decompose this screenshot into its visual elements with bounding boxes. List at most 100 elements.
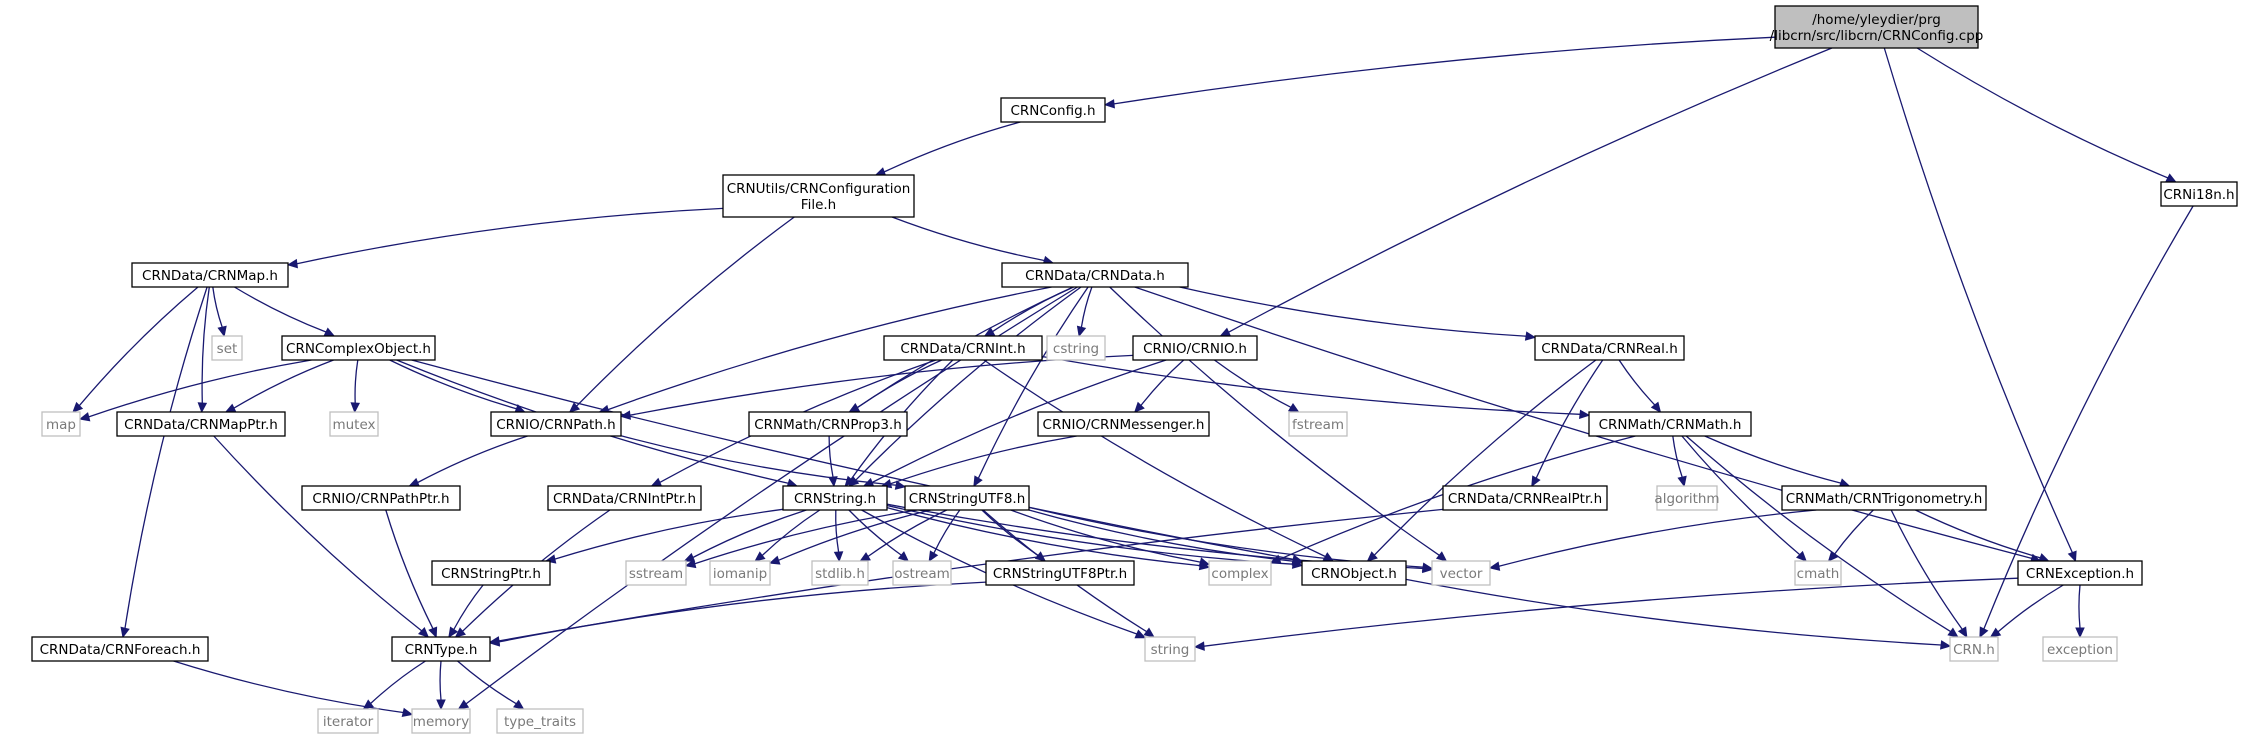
edge-line [871,359,1167,484]
node-crndata[interactable]: CRNData/CRNData.h [1001,262,1189,288]
edge-arrowhead [418,626,430,638]
edge-line [1681,435,1801,556]
edge-arrowhead [1219,327,1232,337]
edge-crnutils_config-to-crndata [891,216,1055,266]
node-crntype[interactable]: CRNType.h [391,636,491,662]
node-label: sstream [629,566,683,582]
edge-line [692,509,807,559]
node-foreach[interactable]: CRNData/CRNForeach.h [31,636,209,662]
edge-line [1134,286,2032,560]
edge-line [1113,36,1776,105]
edge-crnpath-to-stringutf8 [620,435,907,490]
edge-exception_h-to-string [1193,577,2019,651]
edge-line [417,435,528,484]
edge-root-to-crni18n [1916,47,2177,183]
node-label: complex [1211,566,1268,582]
node-realptr[interactable]: CRNData/CRNRealPtr.h [1442,485,1608,511]
edge-line [576,216,795,407]
edge-crnmap-to-map [72,286,199,413]
edge-line [620,435,897,486]
node-label: vector [1440,566,1483,582]
node-complex: complex [1208,560,1272,586]
node-pathptr[interactable]: CRNIO/CRNPathPtr.h [301,485,461,511]
edge-arrowhead [428,626,438,639]
edge-stringutf8-to-complex [1010,509,1211,567]
edge-crnmap-to-complexobject [234,286,336,337]
edge-line [124,286,208,629]
node-label: CRNObject.h [1311,566,1397,582]
node-messenger[interactable]: CRNIO/CRNMessenger.h [1037,411,1210,437]
node-box [1301,560,1407,586]
node-crnmath[interactable]: CRNMath/CRNMath.h [1588,411,1752,437]
edge-arrowhead [1989,627,2002,638]
node-stringptr[interactable]: CRNStringPtr.h [431,560,551,586]
node-label: CRNIO/CRNPath.h [496,417,615,433]
edge-line [761,509,821,556]
node-crnpath[interactable]: CRNIO/CRNPath.h [490,411,622,437]
node-box [1037,411,1210,437]
edge-utf8ptr-to-crntype [488,581,987,647]
edge-arrowhead [323,327,336,337]
edge-complexobject-to-map [78,359,312,422]
node-label: CRNData/CRNData.h [1025,268,1165,284]
node-label: CRNData/CRNForeach.h [40,642,201,658]
node-crnreal[interactable]: CRNData/CRNReal.h [1534,335,1685,361]
edge-arrowhead [1291,556,1304,566]
edge-arrowhead [684,558,697,569]
edge-arrowhead [1940,640,1952,650]
node-crnmap[interactable]: CRNData/CRNMap.h [131,262,289,288]
node-box [709,560,771,586]
edge-crnio-to-fstream [1214,359,1300,413]
edge-arrowhead [72,401,84,413]
node-utf8ptr[interactable]: CRNStringUTF8Ptr.h [985,560,1135,586]
node-crni18n[interactable]: CRNi18n.h [2160,181,2238,207]
edge-pathptr-to-crntype [385,509,438,639]
edge-arrowhead [1947,627,1959,638]
node-prop3[interactable]: CRNMath/CRNProp3.h [748,411,908,437]
node-box [811,560,869,586]
node-crnio[interactable]: CRNIO/CRNIO.h [1132,335,1258,361]
node-box [883,335,1043,361]
edge-arrowhead [1435,551,1448,562]
node-crnstring[interactable]: CRNString.h [782,485,888,511]
edge-arrowhead [897,551,910,562]
node-root[interactable]: /home/yleydier/prg/libcrn/src/libcrn/CRN… [1770,5,1984,49]
edge-crnobject-to-crn_h [1405,578,1952,650]
node-box [1144,636,1196,662]
node-stdlib: stdlib.h [811,560,869,586]
node-label: exception [2047,642,2113,658]
edge-arrowhead [768,555,781,565]
node-mapptr[interactable]: CRNData/CRNMapPtr.h [116,411,286,437]
node-box [1534,335,1685,361]
node-label: /libcrn/src/libcrn/CRNConfig.cpp [1770,28,1984,44]
node-sstream: sstream [625,560,687,586]
edge-crndata-to-crnreal [1179,286,1537,341]
node-crnconfig-h[interactable]: CRNConfig.h [1000,97,1106,123]
edge-complexobject-to-crnpath [389,359,526,414]
edge-crnstring-to-complex [886,506,1211,571]
node-trig[interactable]: CRNMath/CRNTrigonometry.h [1781,485,1987,511]
node-crnobject[interactable]: CRNObject.h [1301,560,1407,586]
node-box [281,335,436,361]
node-intptr[interactable]: CRNData/CRNIntPtr.h [547,485,702,511]
node-complexobject[interactable]: CRNComplexObject.h [281,335,436,361]
node-type-traits: type_traits [496,708,584,734]
node-label: CRNData/CRNInt.h [900,341,1025,357]
node-box [1442,485,1608,511]
node-stringutf8[interactable]: CRNStringUTF8.h [904,485,1030,511]
edge-trig-to-vector [1488,509,1817,571]
node-label: CRN.h [1953,642,1995,658]
edge-arrowhead [217,325,227,338]
edge-arrowhead [1531,475,1541,488]
node-label: CRNType.h [405,642,478,658]
node-box [722,174,915,218]
node-label: CRNException.h [2026,566,2134,582]
edge-line [78,286,199,407]
node-label: CRNStringUTF8.h [909,491,1026,507]
node-exception-h[interactable]: CRNException.h [2017,560,2143,586]
node-box [748,411,908,437]
node-crnint[interactable]: CRNData/CRNInt.h [883,335,1043,361]
node-box [329,411,379,437]
edge-arrowhead [1076,325,1087,338]
